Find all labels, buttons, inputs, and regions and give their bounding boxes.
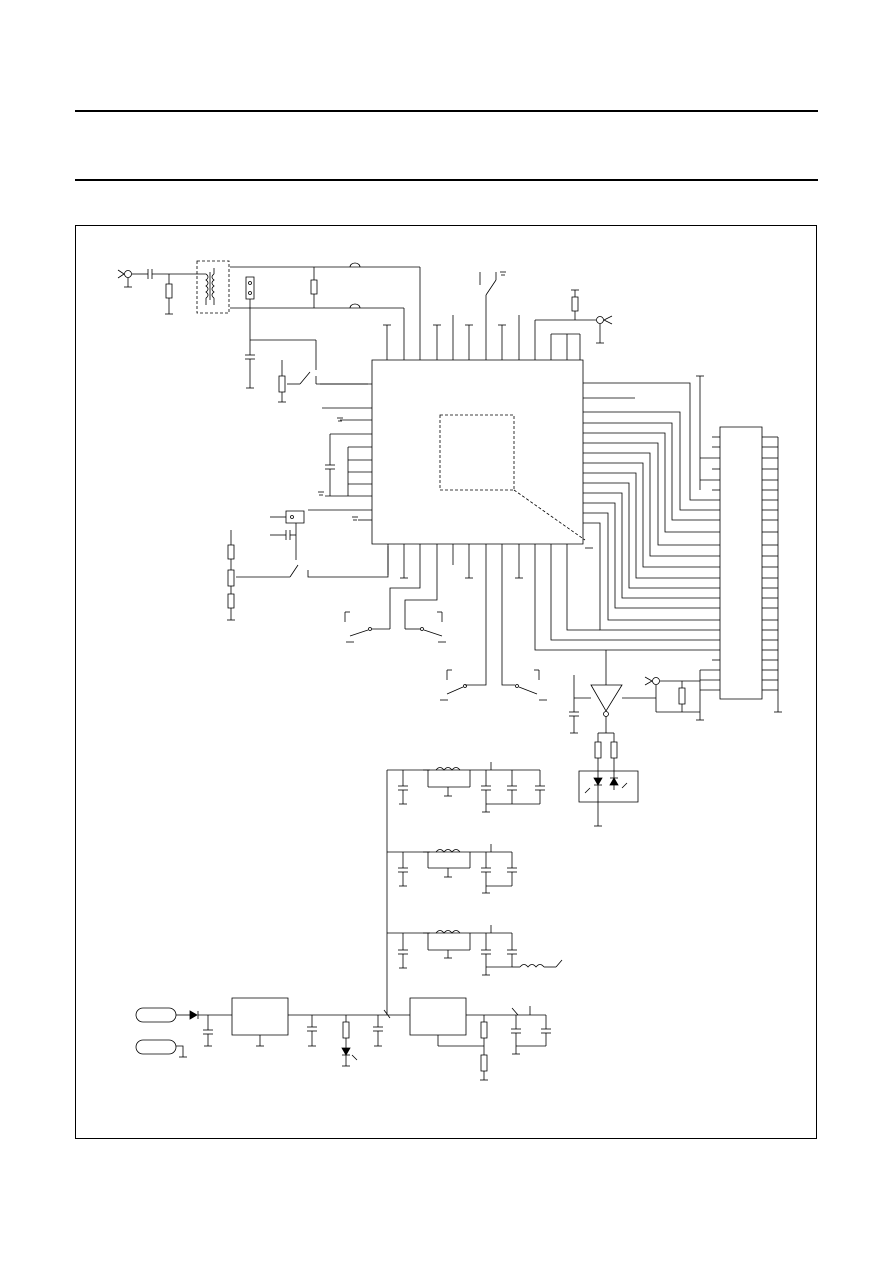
dc-input-jack-positive — [136, 1008, 190, 1022]
figure-frame — [75, 225, 817, 1139]
header-rule-top — [75, 110, 818, 112]
ir-output-connector — [622, 670, 704, 720]
pullup-resistor-top — [535, 290, 596, 320]
rail-decoupling-cap — [373, 1015, 383, 1046]
reverse-protection-diode — [190, 1011, 232, 1019]
filter-stage-1 — [387, 762, 545, 812]
crystal-block — [270, 511, 304, 560]
button-switch-2 — [405, 612, 446, 642]
buffer-input-cap — [569, 675, 579, 733]
left-ground-ticks — [318, 418, 358, 520]
input-bulk-cap — [203, 1015, 213, 1046]
led-resistors — [595, 716, 617, 782]
connector-left-short-leads — [700, 437, 720, 690]
agc-potentiometer — [278, 360, 300, 402]
ic-bottom-pins — [388, 544, 720, 685]
rf-input-connector — [118, 270, 148, 287]
left-decoupling-cap — [325, 434, 335, 496]
bicolor-leds — [585, 778, 627, 826]
filter-stage-2 — [387, 844, 517, 893]
input-resistor — [165, 274, 173, 314]
button-switch-3 — [440, 670, 467, 700]
ic-pad-leader — [514, 490, 585, 540]
regulator-2-feedback — [438, 1015, 488, 1080]
ic-right-pins — [583, 383, 720, 630]
voltage-regulator-2 — [410, 998, 466, 1035]
ic-bottom-ground-ticks — [400, 548, 593, 578]
bias-divider — [227, 530, 388, 620]
transformer-shield — [197, 261, 229, 313]
main-ic — [372, 360, 583, 544]
agc-network — [245, 299, 316, 388]
regulator-2-output-caps — [511, 1006, 551, 1054]
header-rule-bottom — [75, 179, 818, 181]
bicolor-led-package — [579, 771, 638, 802]
test-point-a — [350, 263, 360, 267]
header-connector — [720, 427, 762, 699]
regulator-output-cap — [307, 1015, 317, 1046]
output-test-connector — [551, 316, 612, 360]
rail-junction-arrow — [384, 1010, 390, 1018]
ic-top-pins — [387, 267, 567, 360]
connector-right-leads — [762, 437, 778, 690]
button-switch-1 — [345, 612, 390, 642]
input-termination-resistor — [311, 267, 317, 308]
dc-input-jack-negative — [136, 1040, 187, 1057]
power-led — [342, 1015, 357, 1066]
jumper-block — [246, 277, 254, 299]
filter-stage-3 — [387, 925, 562, 975]
voltage-regulator-1 — [232, 998, 288, 1035]
agc-switch — [300, 360, 368, 384]
ic-left-pins — [308, 384, 372, 520]
buffer-amplifier — [574, 650, 622, 717]
transformer-coils — [206, 268, 214, 305]
test-point-b — [350, 304, 360, 308]
ic-exposed-pad — [440, 415, 514, 490]
button-switch-4 — [516, 670, 548, 700]
reset-switch — [480, 272, 506, 295]
